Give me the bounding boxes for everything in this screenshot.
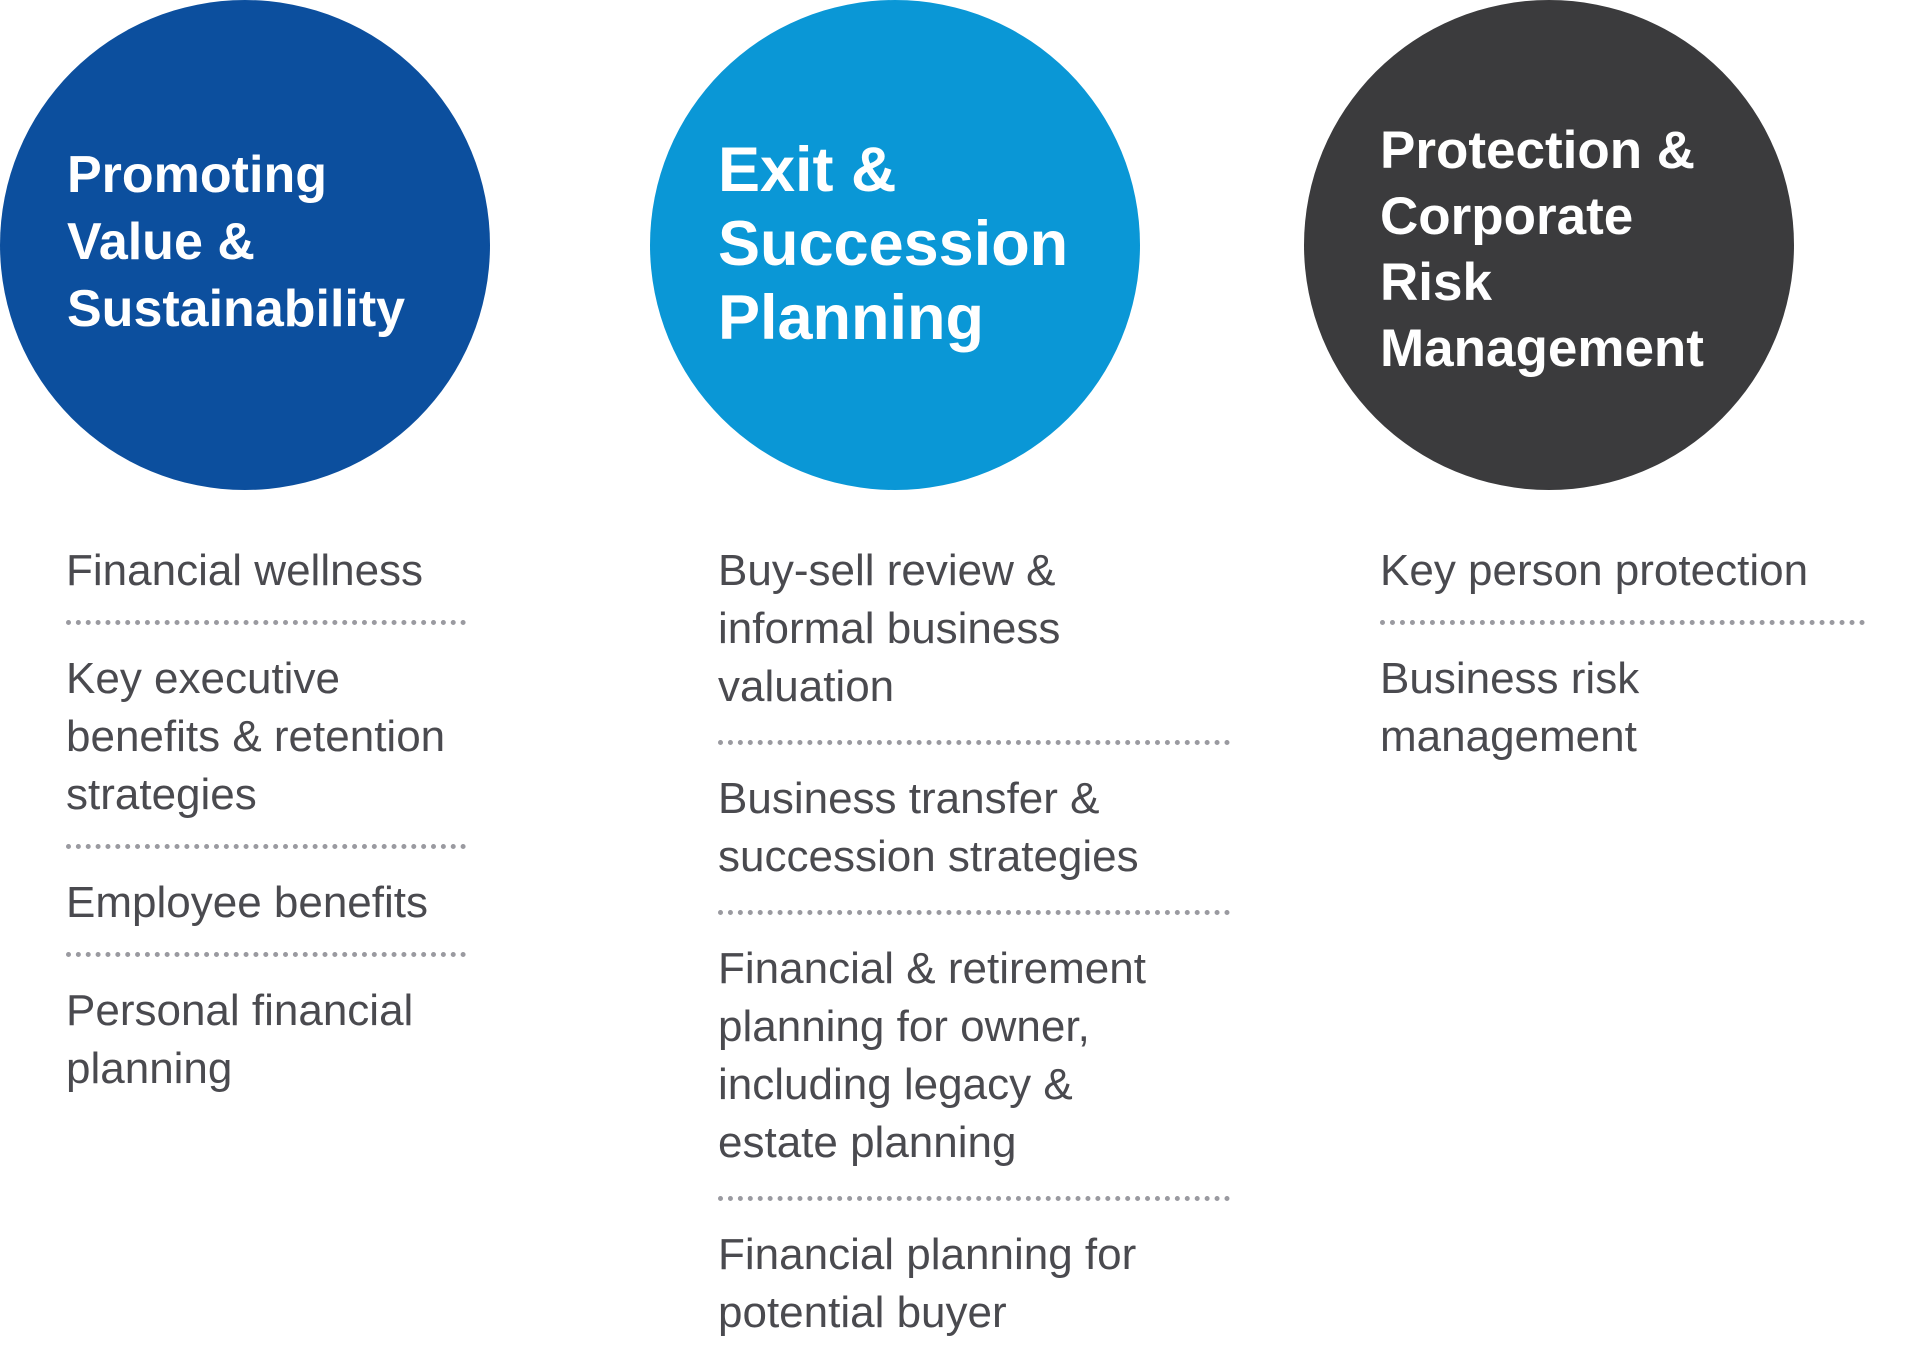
circle-title-exit-succession: Exit & Succession Planning: [718, 135, 1069, 353]
list-item: Key executive benefits & retention strat…: [66, 625, 466, 849]
circle-protection-risk: [1304, 0, 1794, 490]
circle-title-promoting-value: Promoting Value & Sustainability: [67, 146, 406, 338]
list-item: Financial wellness: [66, 542, 466, 625]
item-list-protection-risk: Key person protection Business risk mana…: [1380, 542, 1865, 786]
list-item: Financial & retirement planning for owne…: [718, 915, 1230, 1201]
list-item: Business risk management: [1380, 654, 1640, 761]
item-list-promoting-value: Financial wellness Key executive benefit…: [66, 542, 466, 1118]
list-item: Personal financial planning: [66, 986, 414, 1093]
circle-title-protection-risk: Protection & Corporate Risk Management: [1380, 121, 1704, 378]
item-list-exit-succession: Buy-sell review & informal business valu…: [718, 542, 1230, 1366]
list-item: Buy-sell review & informal business valu…: [718, 542, 1230, 745]
circle-exit-succession: [650, 0, 1140, 490]
list-item: Business transfer & succession strategie…: [718, 745, 1230, 915]
list-item: Financial planning for potential buyer: [718, 1230, 1137, 1337]
list-item: Key person protection: [1380, 542, 1865, 625]
circle-promoting-value: [0, 0, 490, 490]
list-item: Employee benefits: [66, 849, 466, 957]
